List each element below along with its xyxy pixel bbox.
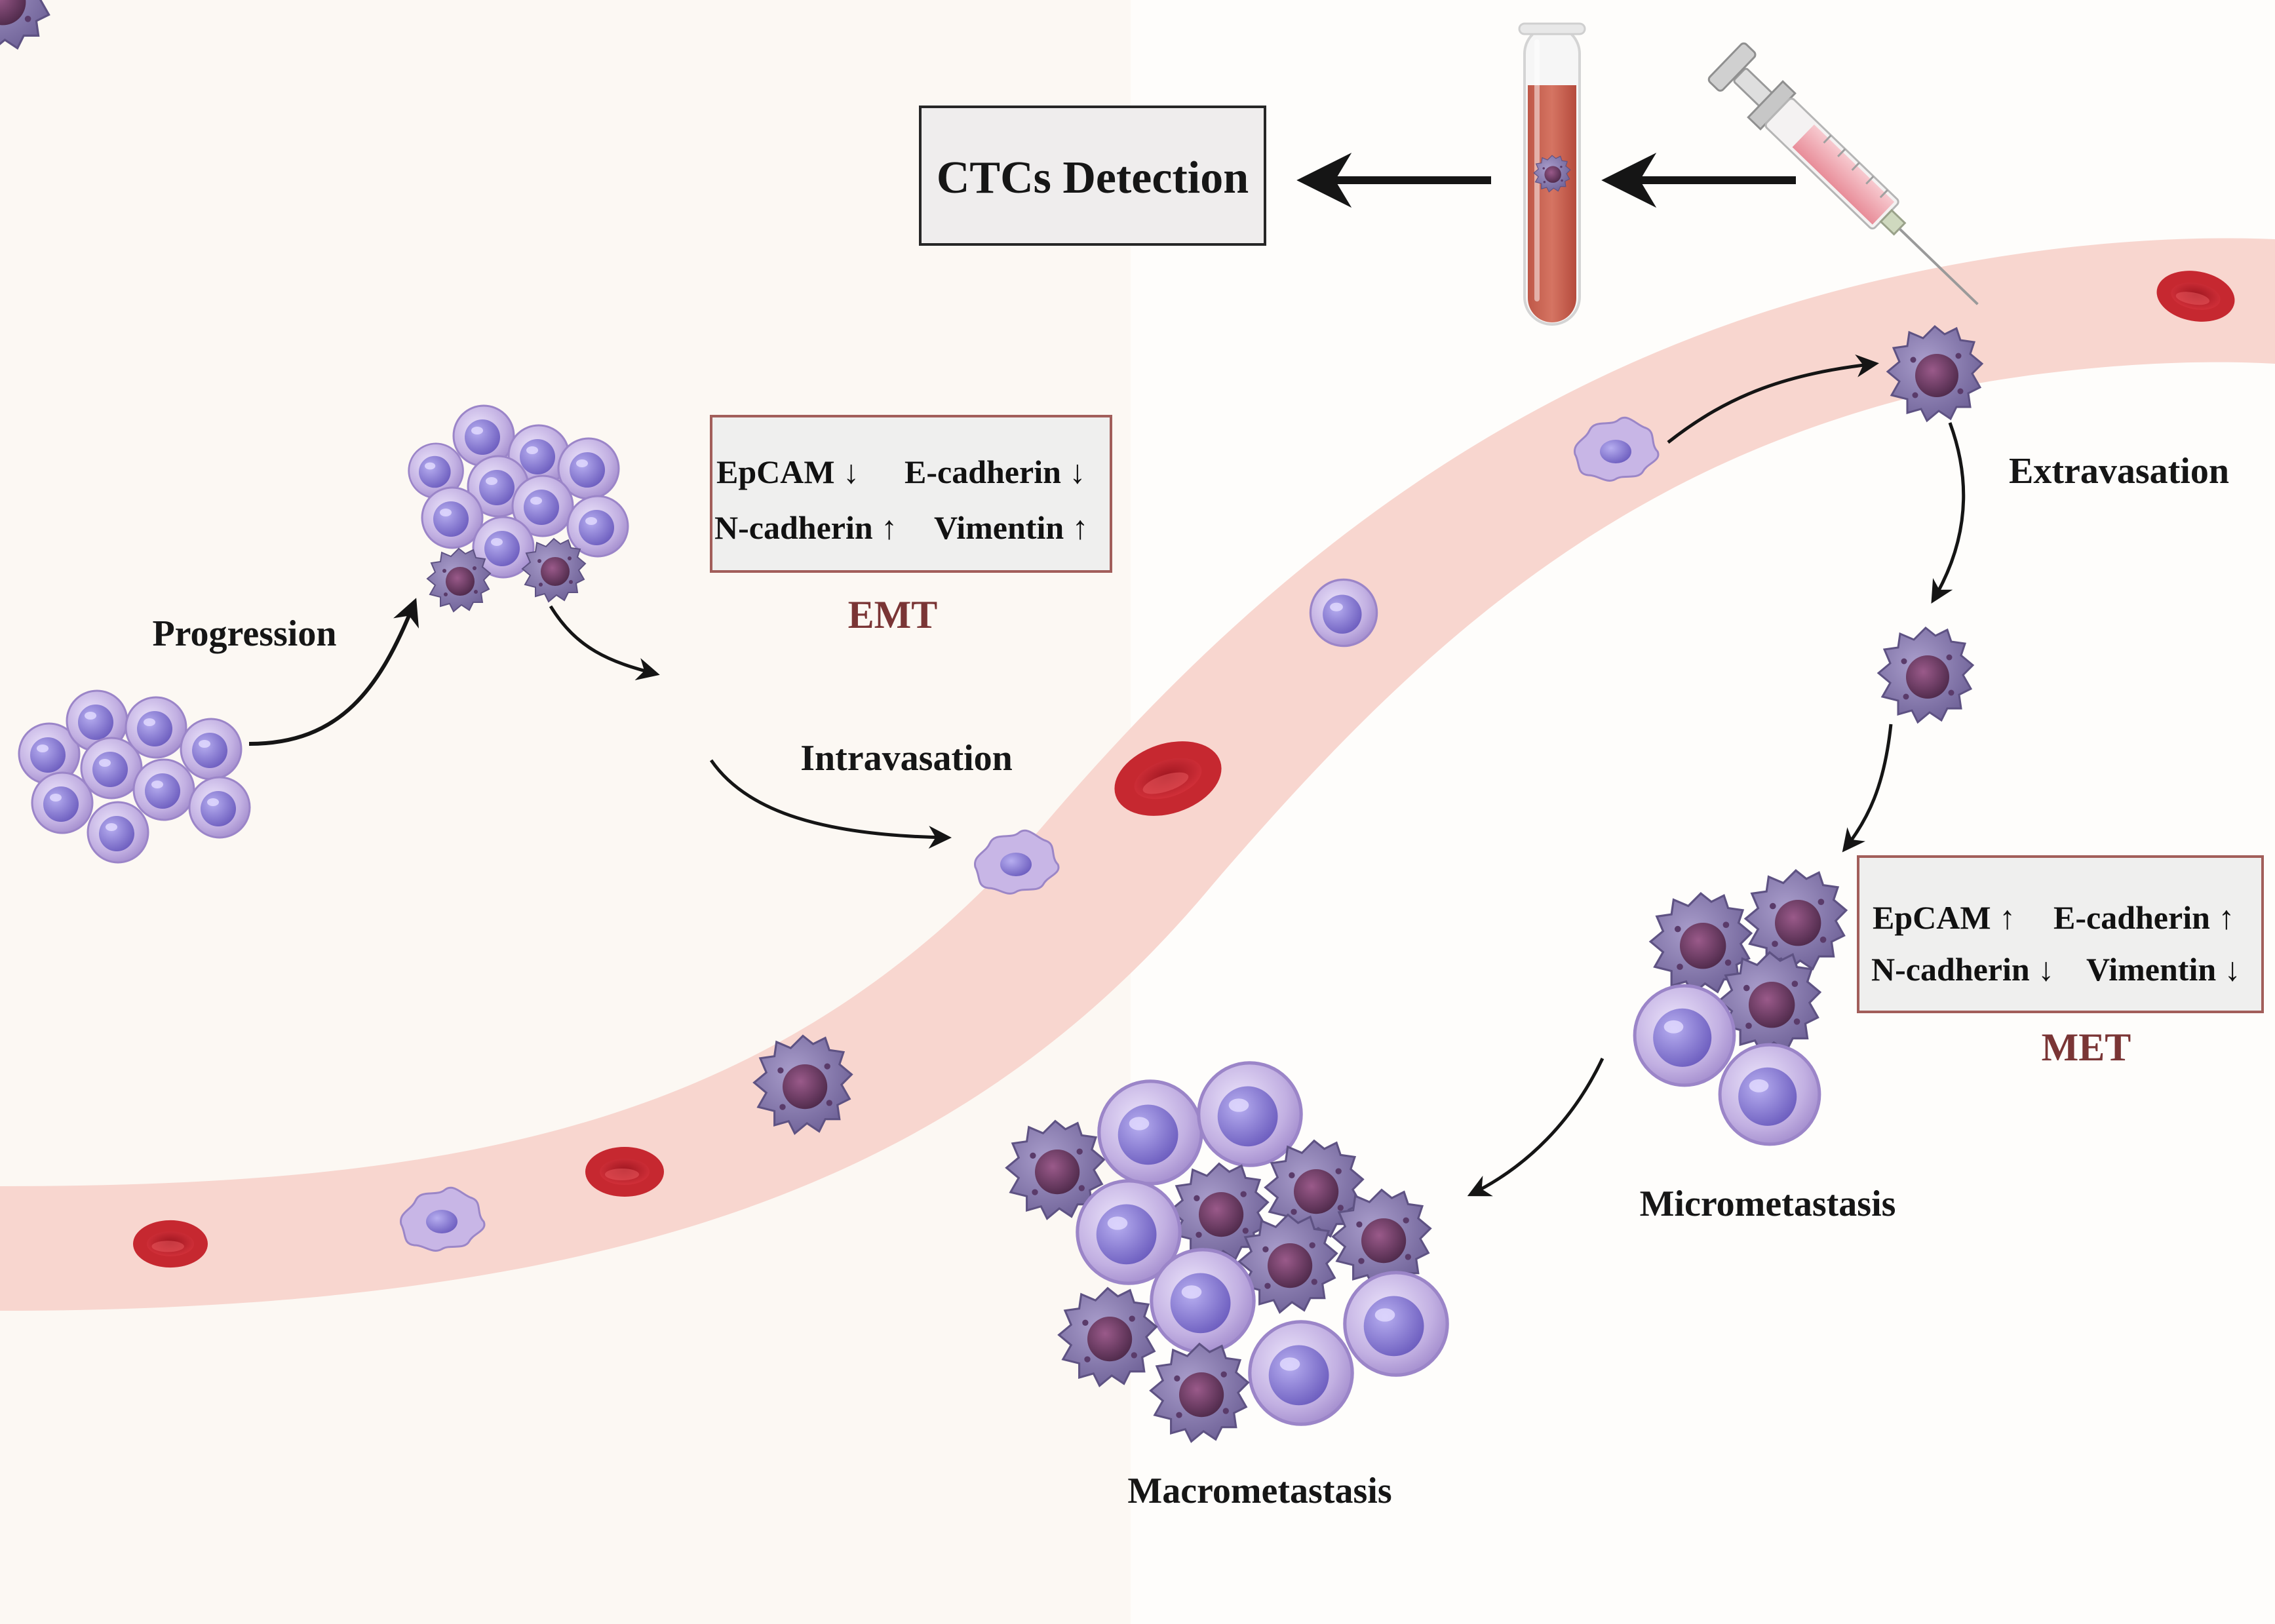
- arrow-to-micrometastasis: [1842, 724, 1893, 853]
- emt-vimentin: Vimentin ↑: [934, 509, 1089, 546]
- circulating-epithelial-cell-icon: [1309, 578, 1378, 648]
- met-vimentin: Vimentin ↓: [2086, 951, 2241, 988]
- ctcs-detection-label: CTCs Detection: [937, 153, 1249, 203]
- emt-e-cadherin: E-cadherin ↓: [904, 454, 1085, 490]
- extravasation-label: Extravasation: [2009, 451, 2229, 492]
- arrow-extravasation: [1931, 422, 1966, 604]
- arrow-to-invasive-cell: [549, 605, 660, 680]
- progression-label: Progression: [152, 613, 336, 654]
- arrow-in-vessel: [1667, 354, 1879, 444]
- met-marker-box: EpCAM ↑ E-cadherin ↑ N-cadherin ↓ Viment…: [1857, 855, 2264, 1013]
- syringe-icon: [1707, 42, 1979, 305]
- macrometastasis-label: Macrometastasis: [1127, 1471, 1391, 1511]
- micrometastasis-label: Micrometastasis: [1640, 1184, 1896, 1224]
- emt-epcam: EpCAM ↓: [716, 454, 859, 490]
- intravasation-label: Intravasation: [800, 738, 1013, 779]
- emt-marker-box: EpCAM ↓ E-cadherin ↓ N-cadherin ↑ Viment…: [710, 415, 1112, 573]
- arrow-intravasation: [709, 759, 952, 849]
- met-epcam: EpCAM ↑: [1873, 899, 2015, 936]
- test-tube-icon: [1518, 22, 1586, 326]
- background-left: [0, 0, 1131, 1624]
- arrow-to-macrometastasis: [1467, 1057, 1604, 1197]
- met-e-cadherin: E-cadherin ↑: [2053, 899, 2234, 936]
- ctcs-detection-box: CTCs Detection: [919, 106, 1266, 246]
- emt-title: EMT: [848, 593, 938, 636]
- red-blood-cell-icon: [585, 1147, 664, 1197]
- met-n-cadherin: N-cadherin ↓: [1871, 951, 2054, 988]
- red-blood-cell-icon: [133, 1220, 208, 1268]
- met-title: MET: [2042, 1026, 2131, 1069]
- emt-n-cadherin: N-cadherin ↑: [714, 509, 897, 546]
- arrow-progression: [248, 598, 419, 746]
